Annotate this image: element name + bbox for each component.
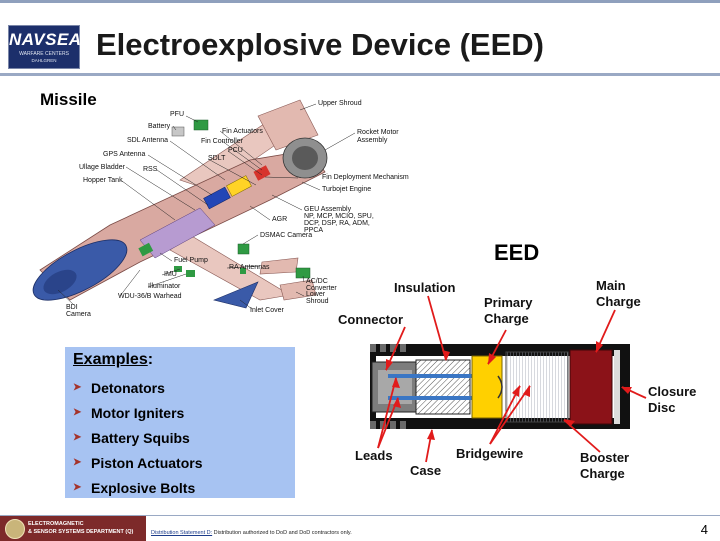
list-item: ➤Motor Igniters [73,404,185,421]
eed-insulation [415,359,471,415]
label-agr: AGR [272,216,288,223]
department-name: ELECTROMAGNETIC & SENSOR SYSTEMS DEPARTM… [28,521,134,535]
dsmac-part [237,243,250,255]
missile-red-module [253,165,271,181]
label-booster-charge-2: Charge [580,466,625,481]
bullet-arrow-icon: ➤ [73,407,82,418]
label-rocket-motor-2: Assembly [357,137,388,144]
logo-subtitle: WARFARE CENTERS [19,51,69,57]
navsea-logo: NAVSEA WARFARE CENTERS DAHLGREN [8,25,82,69]
label-acdc-2: Converter [306,285,337,292]
label-rocket-motor-1: Rocket Motor [357,129,399,136]
title-bar: NAVSEA WARFARE CENTERS DAHLGREN Electroe… [0,0,720,77]
label-booster-charge-1: Booster [580,450,630,465]
label-connector: Connector [338,312,403,327]
label-main-charge-1: Main [596,278,626,293]
list-item: ➤Piston Actuators [73,454,203,471]
label-sdl-antenna: SDL Antenna [127,137,168,144]
label-ra-antennas: RA Antennas [229,264,270,271]
examples-box: Examples: ➤Detonators ➤Motor Igniters ➤B… [65,347,295,498]
label-lower-shroud-1: Lower [306,291,326,298]
label-gps-antenna: GPS Antenna [103,151,146,158]
label-primary-charge-2: Charge [484,311,529,326]
imu-part [186,270,195,277]
lower-shroud-part [279,279,317,301]
label-acdc-1: AC/DC [306,278,328,285]
missile-leader-lines [57,103,356,310]
examples-heading: Examples: [73,351,154,368]
eed-heading: EED [494,240,540,265]
label-fin-deployment: Fin Deployment Mechanism [322,174,409,181]
eed-closure-disc [614,350,620,424]
ac-dc-part [295,267,311,279]
label-closure-disc-1: Closure [648,384,697,399]
bullet-arrow-icon: ➤ [73,382,82,393]
label-geu-3: DCP, DSP, RA, ADM, [304,220,370,227]
label-warhead: WDU-36/B Warhead [118,293,182,300]
eed-bridgewire [497,375,503,399]
label-upper-shroud: Upper Shroud [318,100,362,107]
label-pcu: PCU [228,147,243,154]
eed-main-charge [569,349,613,425]
label-fuel-pump: Fuel Pump [174,257,208,264]
battery-part [171,126,185,137]
bullet-arrow-icon: ➤ [73,482,82,493]
label-ullage-bladder: Ullage Bladder [79,164,125,171]
label-primary-charge-1: Primary [484,295,533,310]
inlet-cover-part [213,281,259,309]
department-seal-icon [5,519,25,539]
list-item: ➤Explosive Bolts [73,479,196,496]
label-lower-shroud-2: Shroud [306,298,329,305]
label-geu-4: PPCA [304,227,324,234]
distribution-statement: Distribution Statement D: Distribution a… [151,530,352,536]
missile-green-module [138,242,154,257]
department-banner: ELECTROMAGNETIC & SENSOR SYSTEMS DEPARTM… [0,516,146,541]
label-fin-actuators: Fin Actuators [222,128,263,135]
bullet-arrow-icon: ➤ [73,457,82,468]
label-insulation: Insulation [394,280,456,295]
label-main-charge-2: Charge [596,294,641,309]
label-pfu: PFU [170,111,184,118]
label-fin-controller: Fin Controller [201,138,244,145]
label-bdi-2: Camera [66,311,91,318]
label-geu-1: GEU Assembly [304,206,352,213]
label-imu: IMU [164,271,177,278]
label-sdlt: SDLT [208,155,226,162]
label-leads: Leads [355,448,393,463]
list-item: ➤Battery Squibs [73,429,190,446]
page-title: Electroexplosive Device (EED) [96,27,544,62]
bullet-arrow-icon: ➤ [73,432,82,443]
footer: ELECTROMAGNETIC & SENSOR SYSTEMS DEPARTM… [0,515,720,541]
label-rss: RSS [143,166,158,173]
logo-word: NAVSEA [9,30,82,49]
eed-arrowheads [386,341,632,440]
eed-booster-charge [505,351,569,423]
label-dsmac: DSMAC Camera [260,232,313,239]
label-hopper-tank: Hopper Tank [83,177,123,184]
label-battery: Battery [148,123,171,130]
label-closure-disc-2: Disc [648,400,676,415]
label-geu-2: NP, MCP, MCIO, SPU, [304,213,374,220]
label-inlet-cover: Inlet Cover [250,307,284,314]
label-bdi-1: BDI [66,304,78,311]
title-rule [0,73,720,76]
eed-primary-charge [471,355,503,419]
page-number: 4 [700,522,708,537]
label-bridgewire: Bridgewire [456,446,524,461]
upper-shroud-part [257,99,319,151]
pfu-part [193,119,209,131]
list-item: ➤Detonators [73,379,165,396]
label-case: Case [410,463,442,478]
missile-heading: Missile [40,90,97,109]
logo-location: DAHLGREN [31,58,57,63]
label-illuminator: Illuminator [148,283,181,290]
examples-list: ➤Detonators ➤Motor Igniters ➤Battery Squ… [73,375,203,500]
label-turbojet: Turbojet Engine [322,186,372,193]
